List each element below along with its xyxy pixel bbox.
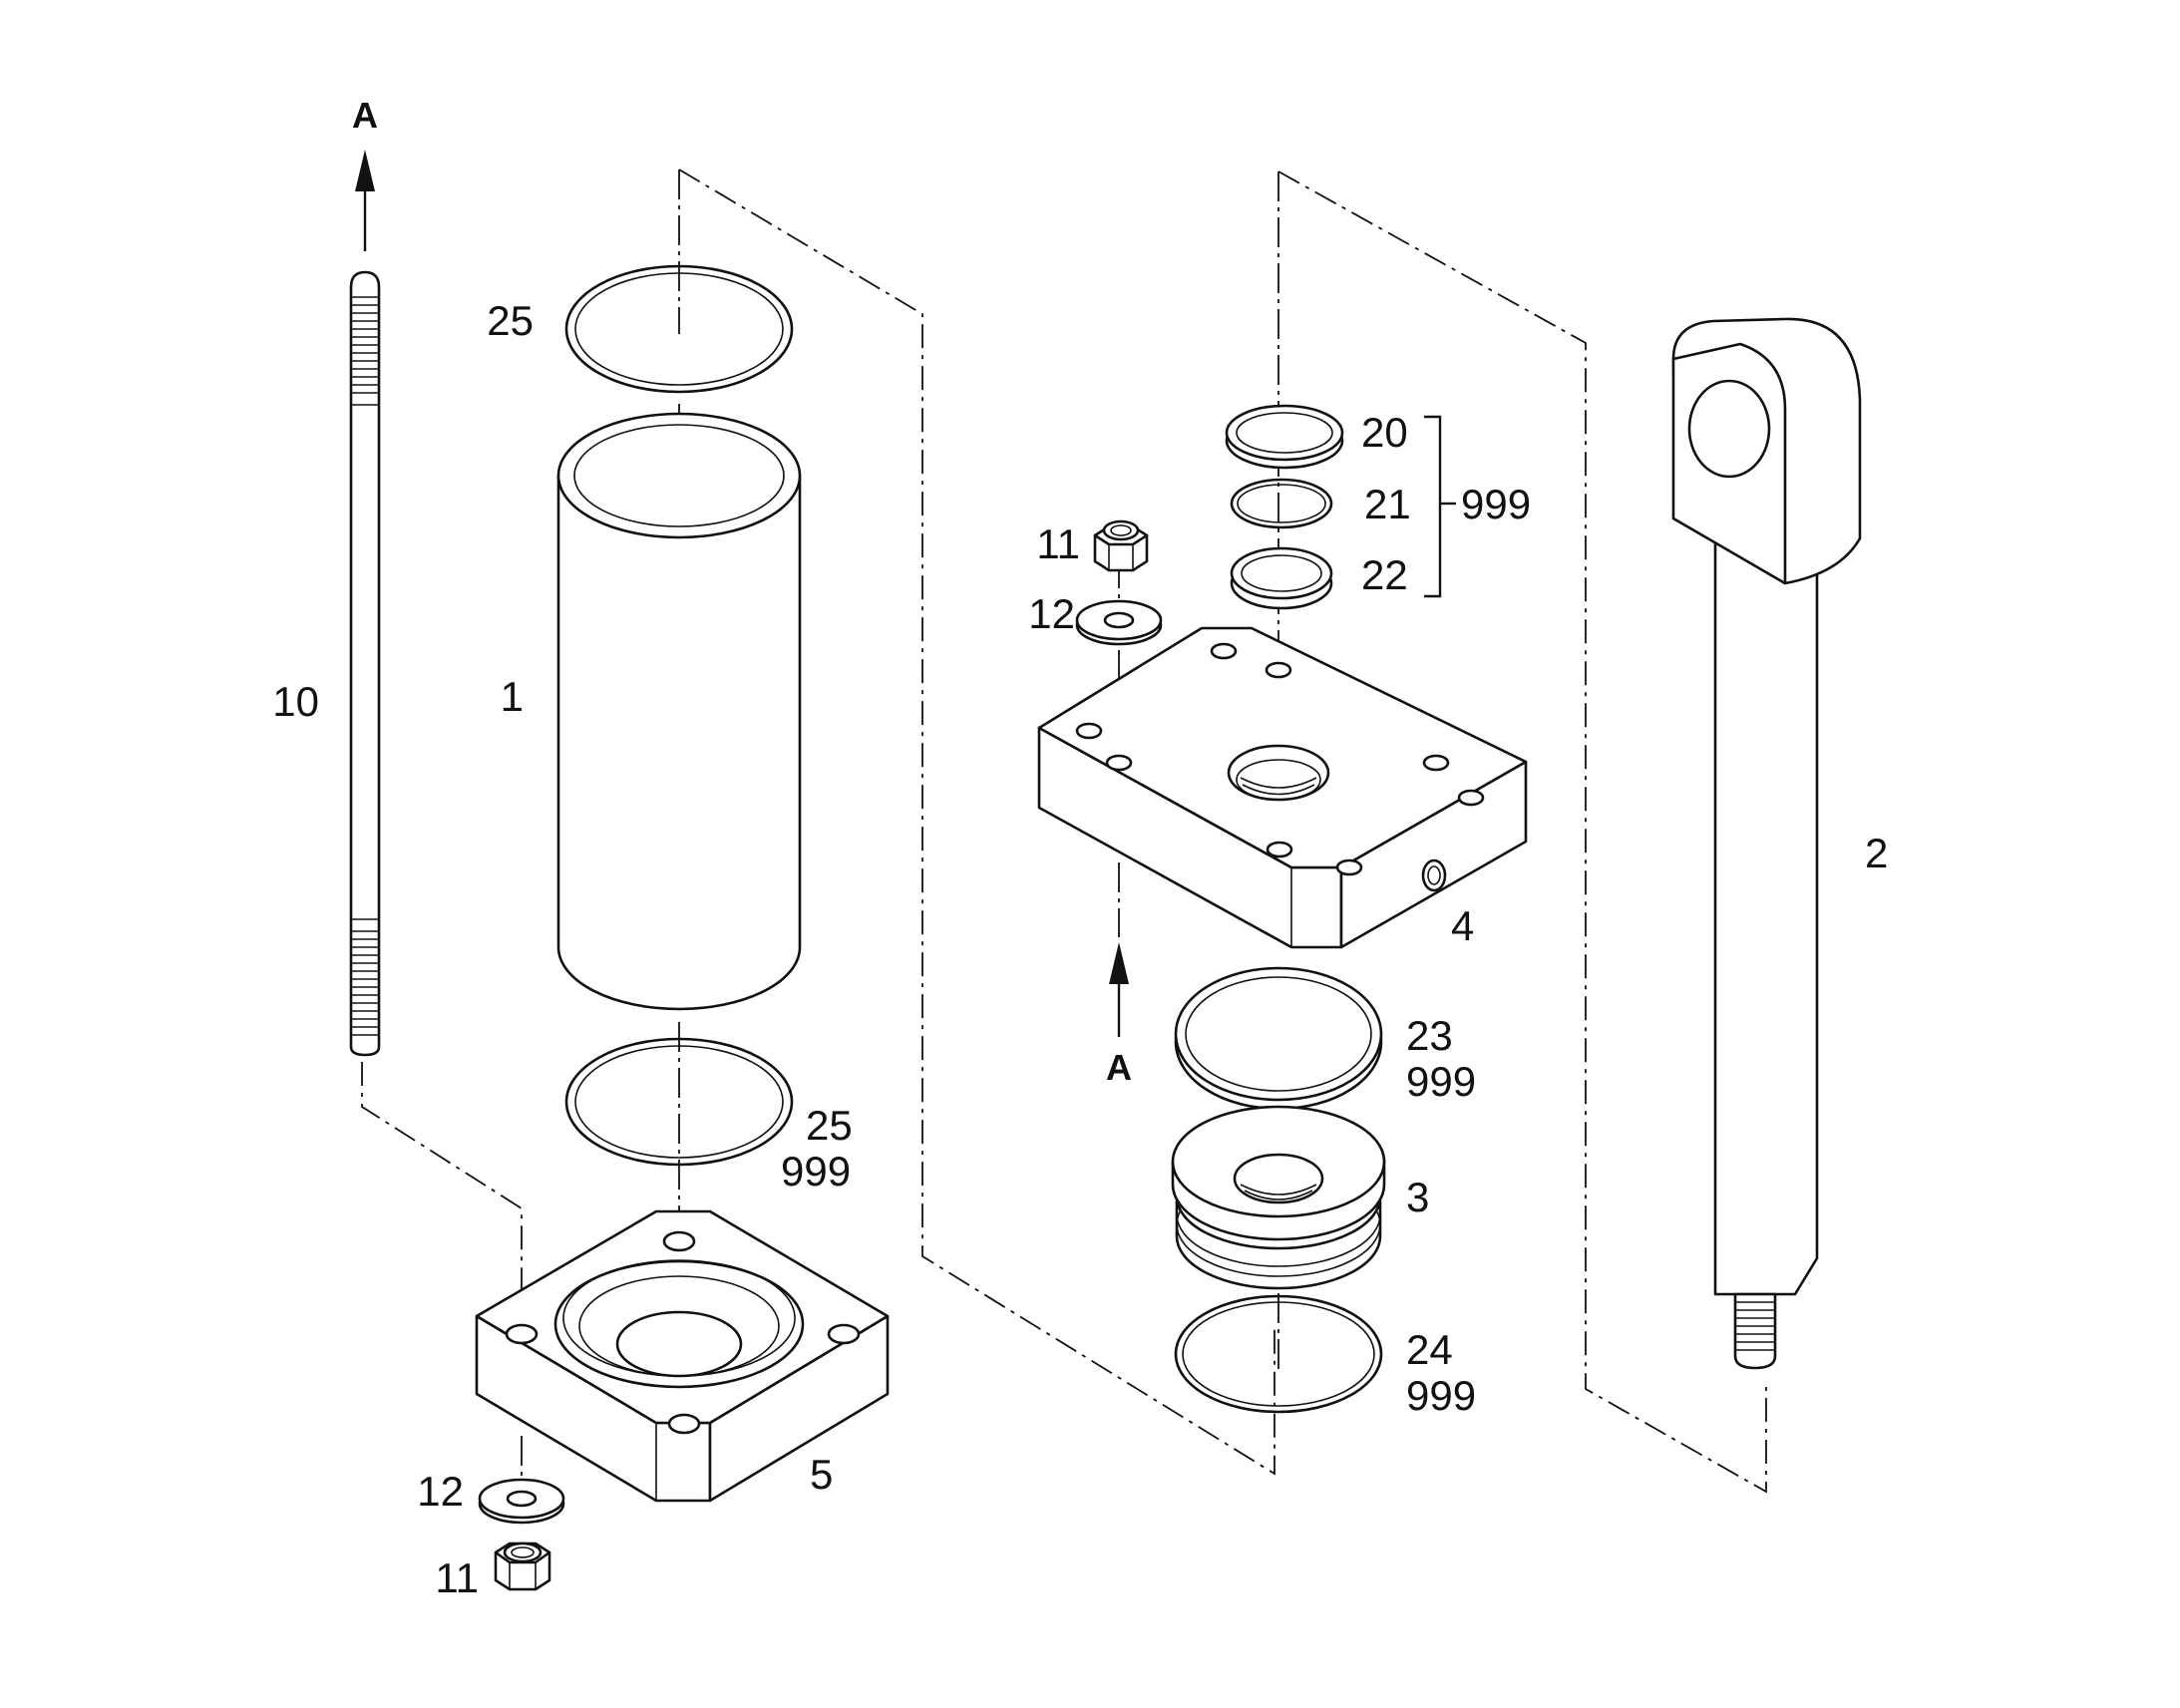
callout-o-ring-bottom: 25 [806, 1102, 853, 1149]
arrow-label-a-middle: A [1106, 1047, 1132, 1088]
tie-rod-thread-bottom [351, 930, 379, 1036]
piston [1171, 1105, 1386, 1290]
callout-piston: 3 [1406, 1174, 1429, 1220]
tie-rod [349, 270, 381, 1057]
callout-o-ring-bottom-kit: 999 [781, 1148, 851, 1195]
seal-24 [1174, 1294, 1383, 1414]
callout-washer-top: 12 [1028, 590, 1075, 637]
nut-bottom [494, 1541, 551, 1591]
callout-head-plate: 4 [1451, 902, 1474, 949]
callout-seal-24: 24 [1406, 1326, 1453, 1373]
arrow-label-a-top: A [352, 95, 378, 136]
callout-nut-top: 11 [1036, 520, 1080, 567]
washer-top [1075, 599, 1163, 646]
callout-nut-bottom: 11 [435, 1554, 479, 1601]
o-ring-bottom [564, 1037, 794, 1167]
seal-21 [1230, 478, 1333, 529]
seal-group-bracket [1424, 415, 1456, 598]
callout-seal-23-kit: 999 [1406, 1058, 1476, 1105]
piston-rod-thread [1735, 1301, 1775, 1351]
callout-seal-22: 22 [1361, 551, 1408, 598]
callout-barrel: 1 [501, 673, 524, 720]
callout-o-ring-top: 25 [487, 297, 534, 344]
arrow-a-top: A [352, 95, 378, 251]
piston-rod [1671, 317, 1862, 1370]
seal-22 [1230, 546, 1333, 610]
head-plate [1037, 626, 1528, 949]
nut-top [1093, 519, 1149, 572]
cylinder-barrel [556, 412, 802, 1011]
seal-23 [1174, 966, 1383, 1111]
o-ring-top [564, 264, 794, 394]
seal-20 [1225, 404, 1344, 470]
callout-seal-20: 20 [1361, 409, 1408, 456]
callout-seal-group-kit: 999 [1461, 481, 1531, 527]
base-plate [475, 1209, 890, 1503]
washer-bottom [478, 1478, 565, 1525]
callout-base-plate: 5 [810, 1451, 833, 1498]
callout-tie-rod: 10 [272, 678, 319, 725]
tie-rod-thread-top [351, 296, 379, 394]
callout-piston-rod: 2 [1865, 830, 1888, 876]
callout-seal-21: 21 [1364, 481, 1411, 527]
callout-seal-24-kit: 999 [1406, 1372, 1476, 1419]
callout-washer-bottom: 12 [417, 1468, 464, 1515]
arrow-a-middle: A [1106, 942, 1132, 1088]
callout-seal-23: 23 [1406, 1012, 1453, 1059]
